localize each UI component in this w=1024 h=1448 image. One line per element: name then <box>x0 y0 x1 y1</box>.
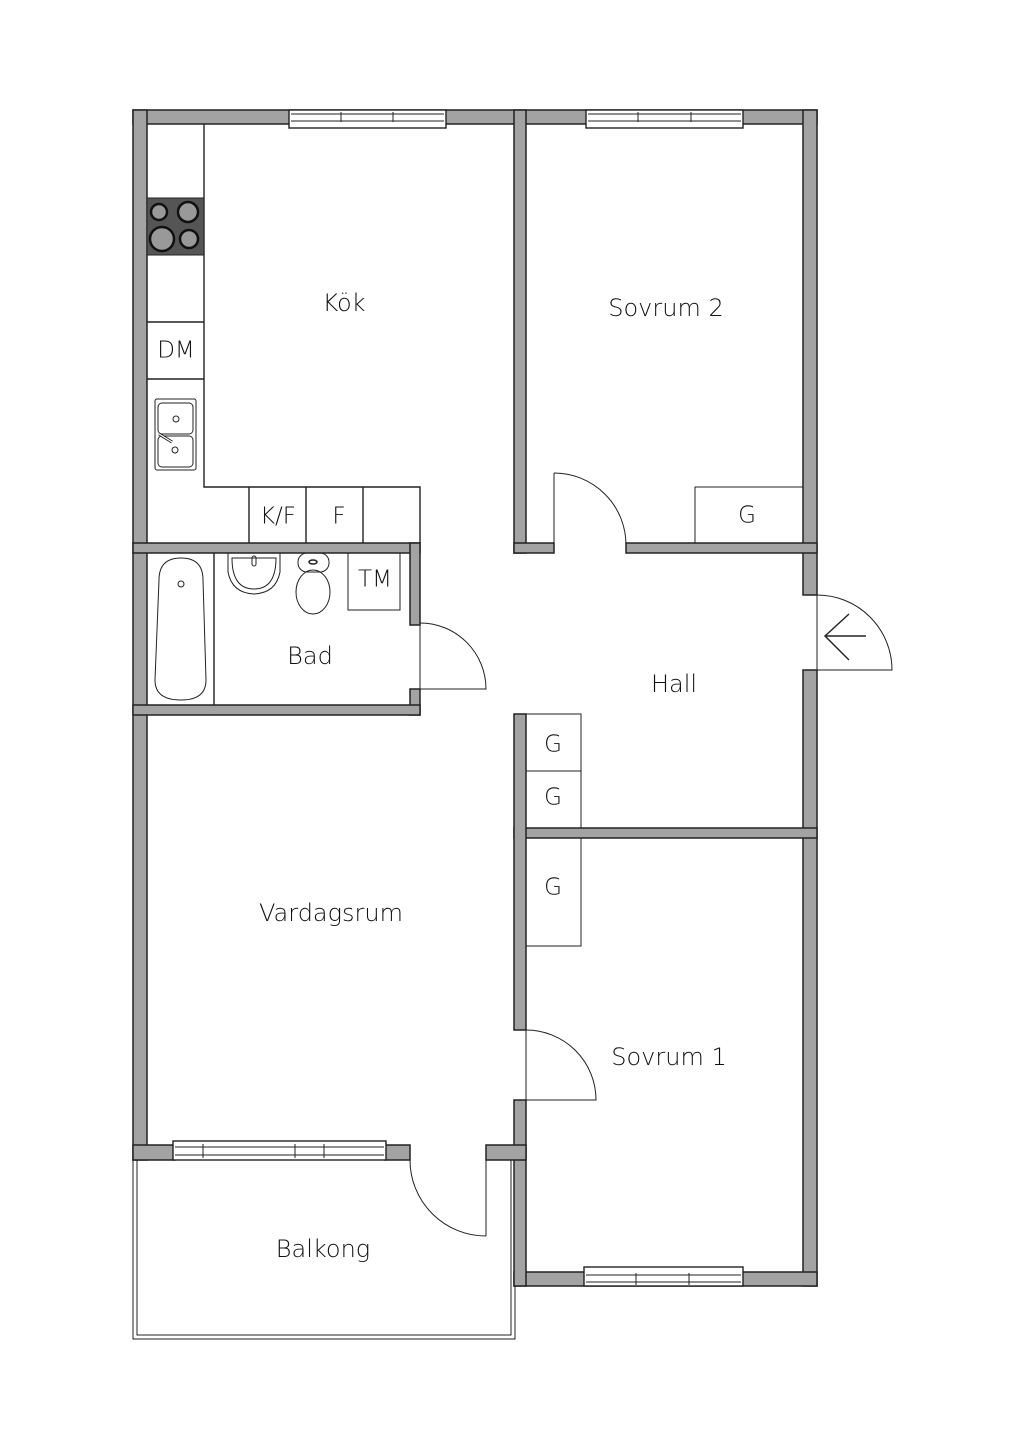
stove-icon <box>146 197 205 256</box>
windows <box>172 109 744 1287</box>
room-label-balkong: Balkong <box>276 1235 370 1263</box>
wardrobes <box>525 486 804 947</box>
balcony-outline <box>132 1159 516 1340</box>
kitchen-counter <box>147 124 421 543</box>
fixture-label-kf: K/F <box>260 504 296 530</box>
kitchen-sink-icon <box>154 398 197 471</box>
fixture-label-g-sovrum2: G <box>738 503 756 529</box>
bathroom-fixtures <box>154 552 401 705</box>
fixture-label-g-sovrum1: G <box>544 875 562 901</box>
room-label-sovrum1: Sovrum 1 <box>611 1043 726 1071</box>
fixture-label-f: F <box>332 504 345 530</box>
washbasin-icon <box>227 553 281 595</box>
room-label-vardagsrum: Vardagsrum <box>259 899 403 927</box>
door-vardagsrum-sovrum1 <box>525 1029 597 1101</box>
doors <box>409 472 893 1237</box>
fixture-label-g-hall-2: G <box>544 785 562 811</box>
washing-machine-box <box>347 552 401 611</box>
window-vardagsrum <box>172 1140 387 1161</box>
room-label-kok: Kök <box>322 289 365 317</box>
room-label-bad: Bad <box>287 642 333 670</box>
door-sovrum2 <box>553 472 627 553</box>
walls <box>132 109 818 1287</box>
fixture-labels: DM K/F F TM G G G G <box>157 338 756 901</box>
fixture-label-dm: DM <box>157 338 195 364</box>
window-sovrum1 <box>583 1266 744 1287</box>
door-balkong <box>409 1159 487 1237</box>
door-bad <box>419 622 487 690</box>
entrance-arrow-icon <box>823 613 866 661</box>
window-kok <box>288 109 447 129</box>
room-label-sovrum2: Sovrum 2 <box>608 294 723 322</box>
room-label-hall: Hall <box>651 670 697 698</box>
room-labels: Kök Sovrum 2 Bad Hall Vardagsrum Sovrum … <box>259 289 727 1263</box>
entrance-door <box>816 594 893 671</box>
toilet-icon <box>295 552 331 615</box>
fixture-label-g-hall-1: G <box>544 732 562 758</box>
fixture-label-tm: TM <box>358 567 392 593</box>
bathtub-icon <box>154 557 207 701</box>
window-sovrum2 <box>585 109 744 129</box>
